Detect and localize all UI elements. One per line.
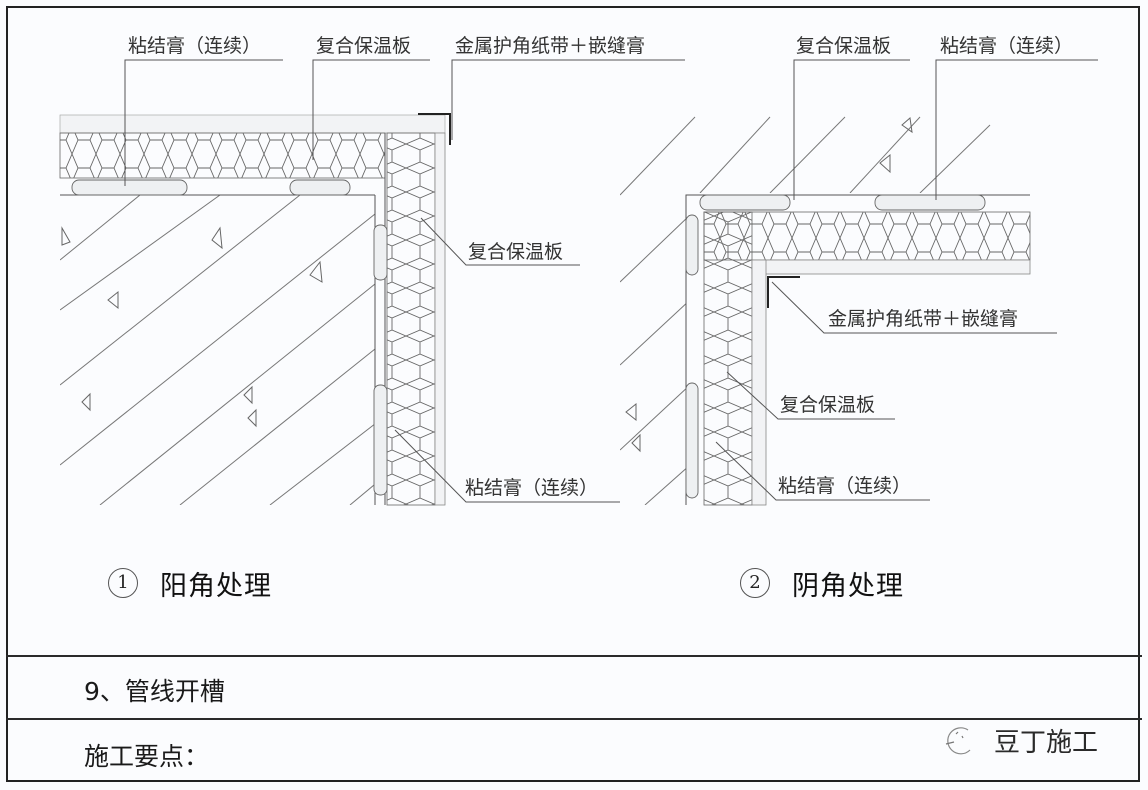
row-divider-2	[6, 718, 1142, 720]
svg-text:粘结膏（连续）: 粘结膏（连续）	[465, 476, 598, 499]
caption-outside-corner: 阳角处理	[160, 571, 272, 602]
caption-number-1: 1	[108, 568, 138, 598]
row-divider-1	[6, 655, 1142, 657]
svg-text:金属护角纸带＋嵌缝膏: 金属护角纸带＋嵌缝膏	[828, 307, 1018, 330]
watermark-text: 豆丁施工	[994, 727, 1099, 758]
svg-text:粘结膏（连续）: 粘结膏（连续）	[940, 34, 1073, 57]
svg-text:金属护角纸带＋嵌缝膏: 金属护角纸带＋嵌缝膏	[455, 34, 645, 57]
svg-text:复合保温板: 复合保温板	[796, 35, 891, 57]
svg-text:复合保温板: 复合保温板	[316, 35, 411, 57]
watermark: 豆丁施工	[940, 722, 1098, 758]
section-title: 9、管线开槽	[84, 677, 225, 706]
caption-inside-corner: 阴角处理	[792, 571, 904, 602]
inside-corner-diagram: 复合保温板 粘结膏（连续） 金属护角纸带＋嵌缝膏 复合保温板 粘结膏（连续）	[620, 34, 1098, 506]
svg-text:复合保温板: 复合保温板	[468, 241, 563, 263]
outside-corner-diagram: 粘结膏（连续） 复合保温板 金属护角纸带＋嵌缝膏 复合保温板 粘结膏（连续）	[59, 34, 685, 506]
construction-points-label: 施工要点：	[84, 742, 210, 771]
page-frame	[6, 6, 1140, 782]
svg-text:复合保温板: 复合保温板	[780, 394, 875, 416]
watermark-logo-icon	[945, 727, 971, 755]
corner-detail-diagrams: 粘结膏（连续） 复合保温板 金属护角纸带＋嵌缝膏 复合保温板 粘结膏（连续）	[59, 34, 1098, 506]
svg-text:粘结膏（连续）: 粘结膏（连续）	[128, 34, 261, 57]
caption-number-2: 2	[740, 568, 770, 598]
svg-text:粘结膏（连续）: 粘结膏（连续）	[778, 474, 911, 497]
